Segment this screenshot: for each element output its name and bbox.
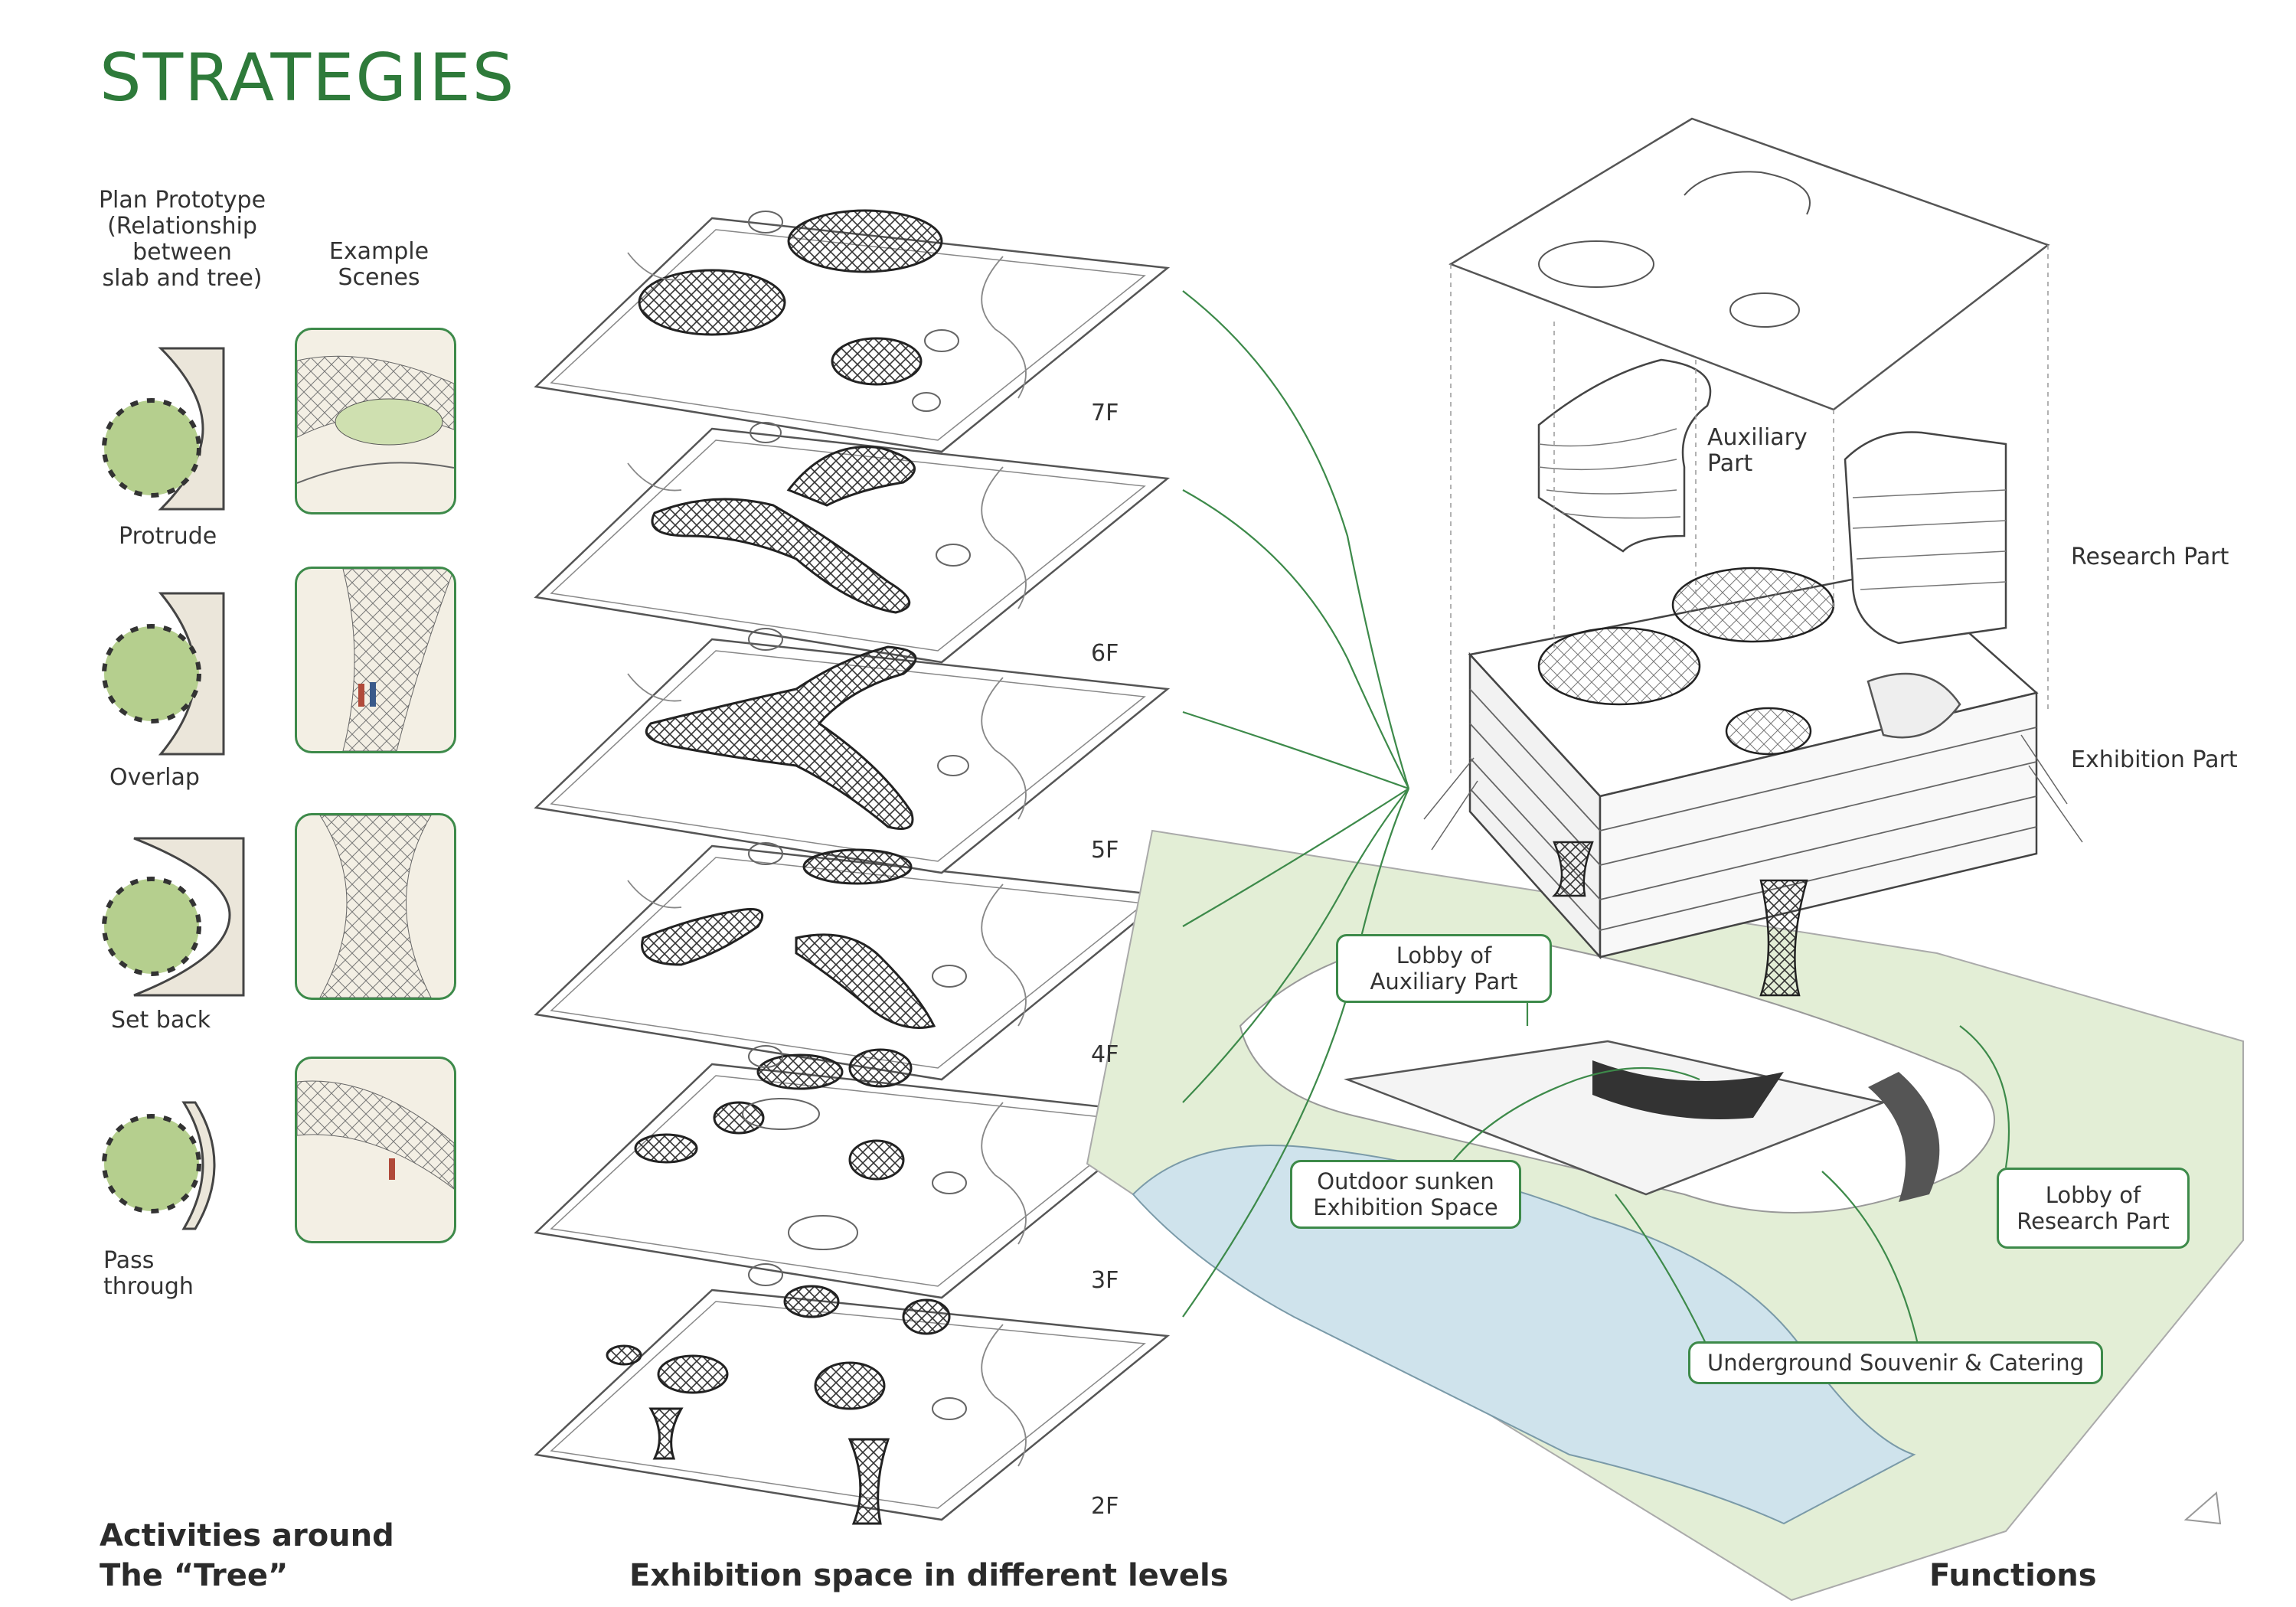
prototype-set-back — [104, 838, 243, 995]
scene-protrude — [295, 328, 456, 514]
label-set-back: Set back — [111, 1007, 211, 1034]
plan-header-line: between — [90, 240, 274, 266]
floor-label-5f: 5F — [1091, 837, 1119, 864]
building-auxiliary-part — [1539, 360, 1710, 551]
example-scenes-header: Example Scenes — [310, 239, 448, 291]
scene-overlap-sketch — [297, 569, 454, 751]
floor-label-3f: 3F — [1091, 1267, 1119, 1294]
scene-pass-through — [295, 1057, 456, 1243]
floor-label-4f: 4F — [1091, 1041, 1119, 1068]
callout-line: Lobby of — [1352, 942, 1536, 968]
label-exhibition-part: Exhibition Part — [2071, 746, 2238, 773]
callout-line: Exhibition Space — [1306, 1194, 1505, 1220]
footer-line: Activities around — [100, 1516, 394, 1556]
footer-activities: Activities around The “Tree” — [100, 1516, 394, 1596]
plan-prototype-header: Plan Prototype (Relationship between sla… — [90, 188, 274, 292]
corner-mark — [2186, 1493, 2220, 1524]
footer-line: The “Tree” — [100, 1556, 394, 1596]
label-auxiliary-part: Auxiliary Part — [1707, 425, 1808, 477]
scenes-header-line: Scenes — [310, 265, 448, 291]
roof-slab — [1451, 119, 2048, 410]
floor-label-7f: 7F — [1091, 400, 1119, 426]
prototype-protrude — [104, 348, 224, 509]
scene-overlap — [295, 567, 456, 753]
scene-protrude-sketch — [297, 330, 454, 512]
footer-functions: Functions — [1929, 1556, 2097, 1596]
label-research-part: Research Part — [2071, 544, 2229, 570]
floor-label-2f: 2F — [1091, 1493, 1119, 1520]
prototype-overlap — [104, 593, 224, 754]
callout-lobby-auxiliary: Lobby of Auxiliary Part — [1336, 934, 1552, 1003]
plan-header-line: slab and tree) — [90, 266, 274, 292]
scene-set-back-sketch — [297, 815, 454, 998]
label-protrude: Protrude — [119, 523, 217, 550]
scenes-header-line: Example — [310, 239, 448, 265]
scene-set-back — [295, 813, 456, 1000]
callout-outdoor-sunken: Outdoor sunken Exhibition Space — [1290, 1160, 1521, 1229]
label-overlap: Overlap — [109, 764, 200, 791]
auxiliary-line: Auxiliary — [1707, 425, 1808, 451]
plan-header-line: Plan Prototype — [90, 188, 274, 214]
prototype-pass-through — [104, 1102, 214, 1229]
footer-exhibition-levels: Exhibition space in different levels — [629, 1556, 1229, 1596]
auxiliary-line: Part — [1707, 451, 1808, 477]
callout-line: Lobby of — [2013, 1182, 2174, 1208]
label-pass-through: Pass through — [103, 1248, 194, 1300]
callout-underground: Underground Souvenir & Catering — [1688, 1341, 2103, 1384]
scene-pass-through-sketch — [297, 1059, 454, 1241]
callout-line: Auxiliary Part — [1352, 968, 1536, 995]
callout-lobby-research: Lobby of Research Part — [1997, 1168, 2190, 1249]
building-research-part — [1845, 432, 2006, 643]
page-title: STRATEGIES — [100, 40, 515, 116]
floor-label-6f: 6F — [1091, 640, 1119, 667]
callout-line: Research Part — [2013, 1208, 2174, 1234]
callout-line: Outdoor sunken — [1306, 1168, 1505, 1194]
plan-header-line: (Relationship — [90, 214, 274, 240]
